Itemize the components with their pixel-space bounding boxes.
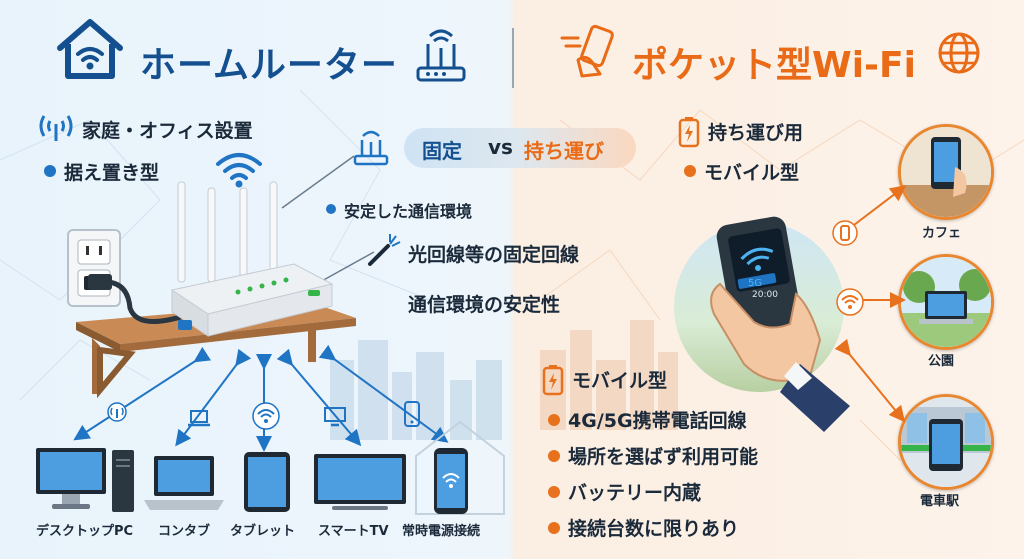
wifi-small-icon (252, 402, 280, 430)
laptop-icon (144, 456, 224, 510)
home-router-title: ホームルーター (140, 45, 398, 86)
fixed-vs-portable-badge: 固定 vs 持ち運び (404, 128, 636, 168)
globe-icon (938, 32, 980, 74)
smartphone-icon (434, 448, 468, 514)
location-label-park: 公園 (928, 354, 955, 369)
phone-orange-icon (832, 220, 858, 246)
bullet-dot (44, 165, 56, 177)
battery-icon (542, 365, 564, 396)
fixed-label: 固定 (422, 139, 462, 163)
device-screen-signal: 5G (748, 278, 763, 289)
fixed-line-text: 光回線等の固定回線 (408, 244, 580, 266)
connection-limit-text: 接続台数に限りあり (568, 518, 740, 540)
antenna-small-icon (107, 402, 127, 422)
bullet-dot (684, 165, 696, 177)
install-location-text: 家庭・オフィス設置 (82, 120, 253, 142)
pocket-wifi-title: ポケット型Wi-Fi (632, 45, 916, 86)
hand-holding-wifi-device (710, 216, 850, 432)
home-router-device (170, 181, 334, 337)
mobile-type-text-2: モバイル型 (572, 370, 668, 392)
connector-line (319, 251, 375, 283)
park-icon (901, 257, 991, 347)
device-label-desktop: デスクトップPC (36, 524, 134, 539)
anywhere-text: 場所を選ばず利用可能 (568, 446, 759, 468)
phone-small-icon (404, 401, 420, 427)
bullet-dot (326, 204, 336, 214)
house-wifi-icon (57, 19, 123, 79)
stability-text: 通信環境の安定性 (408, 294, 561, 316)
cafe-icon (901, 127, 991, 217)
mobile-line-text: 4G/5G携帯電話回線 (568, 410, 747, 432)
laptop-small-icon (188, 410, 210, 427)
battery-icon (678, 117, 700, 148)
wifi-icon (216, 153, 262, 188)
bullet-dot (548, 486, 560, 498)
device-label-laptop: コンタブ (158, 524, 211, 539)
mobile-type-text: モバイル型 (704, 162, 800, 184)
location-label-station: 電車駅 (920, 494, 960, 509)
portable-label: 持ち運び (524, 139, 604, 163)
tv-icon (314, 454, 406, 510)
park-location (898, 254, 994, 350)
stationary-type-text: 据え置き型 (64, 162, 160, 184)
train-icon (901, 397, 991, 487)
house-outline (415, 420, 505, 515)
header-divider (512, 28, 514, 88)
device-label-tv: スマートTV (318, 524, 389, 539)
antenna-icon (39, 115, 73, 141)
stable-environment-text: 安定した通信環境 (344, 202, 473, 221)
monitor-small-icon (324, 407, 346, 427)
wifi-orange-icon (836, 288, 864, 316)
cafe-location (898, 124, 994, 220)
small-router-icon (353, 130, 389, 166)
bullet-dot (548, 450, 560, 462)
vs-label: vs (488, 135, 513, 159)
connection-arrows (73, 344, 449, 452)
bullet-dot (548, 414, 560, 426)
tablet-icon (244, 452, 290, 512)
device-label-smartphone: 常時電源接続 (402, 524, 481, 539)
fiber-optic-icon (368, 234, 401, 266)
device-screen-time: 20:00 (752, 290, 778, 300)
station-location (898, 394, 994, 490)
location-label-cafe: カフェ (922, 226, 962, 241)
connector-line (281, 155, 355, 209)
bullet-dot (548, 522, 560, 534)
portable-use-text: 持ち運び用 (708, 122, 804, 144)
router-icon (416, 29, 466, 82)
hand-swipe-icon (560, 24, 614, 78)
battery-text: バッテリー内蔵 (568, 482, 702, 504)
desktop-icon (36, 448, 134, 512)
device-label-tablet: タブレット (230, 524, 296, 539)
